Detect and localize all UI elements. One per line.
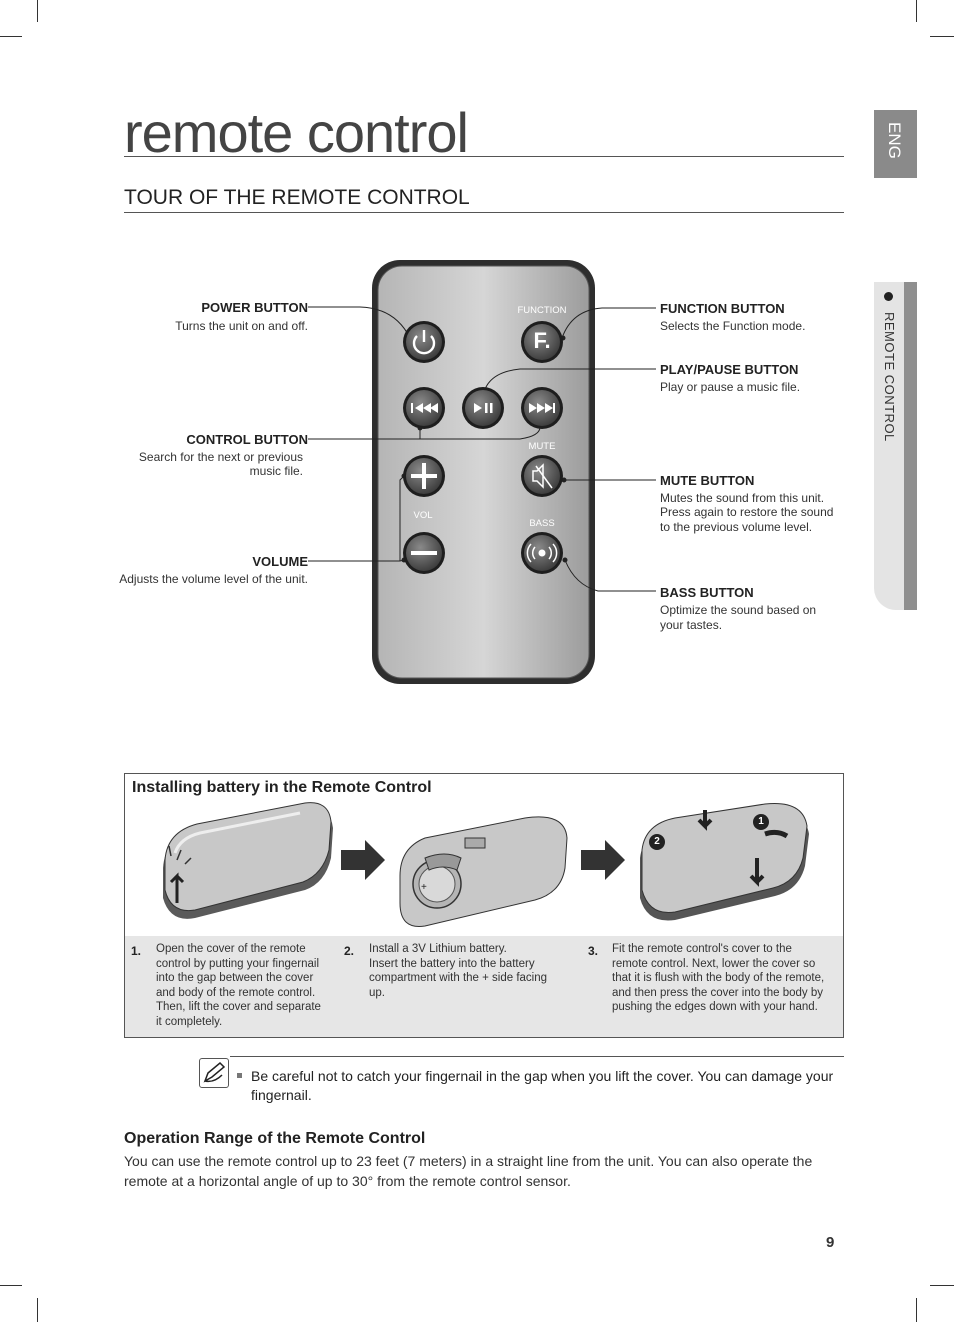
chapter-tab-bar [904,282,917,610]
play-pause-desc: Play or pause a music file. [660,380,801,394]
function-label: FUNCTION [517,305,567,316]
language-tab: ENG [874,110,917,178]
step-text: Open the cover of the remote control by … [156,943,321,1028]
control-button-title: CONTROL BUTTON [186,432,308,447]
chapter-tab-label: REMOTE CONTROL [882,312,897,442]
vol-label: VOL [413,510,433,521]
volume-up-button [403,455,445,497]
operation-range-title: Operation Range of the Remote Control [124,1130,426,1147]
function-button-title: FUNCTION BUTTON [660,301,785,316]
crop-mark [0,1285,22,1286]
control-button-desc: music file. [249,464,303,478]
crop-mark [930,36,954,37]
crop-mark [916,1298,917,1322]
arrow-right-icon [581,840,625,880]
remote-back-cover-open [163,802,333,919]
play-pause-button [462,387,504,429]
title-rule [124,156,844,157]
volume-desc: Adjusts the volume level of the unit. [119,572,308,586]
note-rule [230,1056,844,1057]
svg-text:+: + [421,882,427,893]
bass-label: BASS [529,518,555,529]
function-glyph: F. [533,328,551,353]
battery-step-illustrations: + [163,802,809,928]
power-button-desc: Turns the unit on and off. [175,319,308,333]
play-pause-title: PLAY/PAUSE BUTTON [660,362,799,377]
note-text: Be careful not to catch your fingernail … [251,1068,834,1103]
bass-button-desc: Optimize the sound based on [660,603,817,617]
crop-mark [37,1298,38,1322]
note-bullet-icon [237,1073,242,1078]
page-number: 9 [826,1234,835,1251]
mute-button-desc: Press again to restore the sound [660,505,834,519]
mute-button-desc: Mutes the sound from this unit. [660,491,825,505]
bass-button [521,532,563,574]
mute-button-desc: to the previous volume level. [660,520,813,534]
mute-label: MUTE [528,441,556,452]
remote-back-cover-closed [640,802,809,921]
crop-mark [0,36,22,37]
function-button-desc: Selects the Function mode. [660,319,806,333]
step-badge-2: 2 [654,836,660,847]
volume-down-button [403,532,445,574]
page-title: remote control [124,101,469,164]
crop-mark [916,0,917,22]
volume-title: VOLUME [252,554,308,569]
mute-button-title: MUTE BUTTON [660,473,755,488]
battery-steps: 1. Open the cover of the remote control … [125,936,843,1037]
control-button-desc: Search for the next or previous [138,450,303,464]
arrow-right-icon [341,840,385,880]
next-button [521,387,563,429]
step-text: Fit the remote control's cover to the re… [612,943,825,1014]
bass-button-desc: your tastes. [660,618,723,632]
chapter-tab: REMOTE CONTROL [874,282,917,610]
crop-mark [930,1285,954,1286]
step-badge-1: 1 [758,816,764,827]
step-number: 2. [344,944,355,958]
language-tab-label: ENG [885,122,904,159]
operation-range-text: You can use the remote control up to 23 … [124,1153,813,1189]
step-number: 3. [588,944,599,958]
previous-button [403,387,445,429]
step-number: 1. [131,944,142,958]
battery-install-heading: Installing battery in the Remote Control [132,779,432,796]
remote-illustration [308,260,656,684]
crop-mark [37,0,38,22]
step-text: Install a 3V Lithium battery. Insert the… [369,943,548,999]
section-rule [124,212,844,213]
bullet-dot-icon [884,292,893,301]
function-button [521,321,563,363]
mute-button [521,455,563,497]
bass-button-title: BASS BUTTON [660,585,754,600]
power-button [403,321,445,363]
section-title: TOUR OF THE REMOTE CONTROL [124,186,470,209]
battery-install-box: Installing battery in the Remote Control… [124,773,844,1038]
note-pencil-icon [199,1058,229,1088]
remote-battery-compartment: + [399,816,568,928]
power-button-title: POWER BUTTON [201,300,308,315]
